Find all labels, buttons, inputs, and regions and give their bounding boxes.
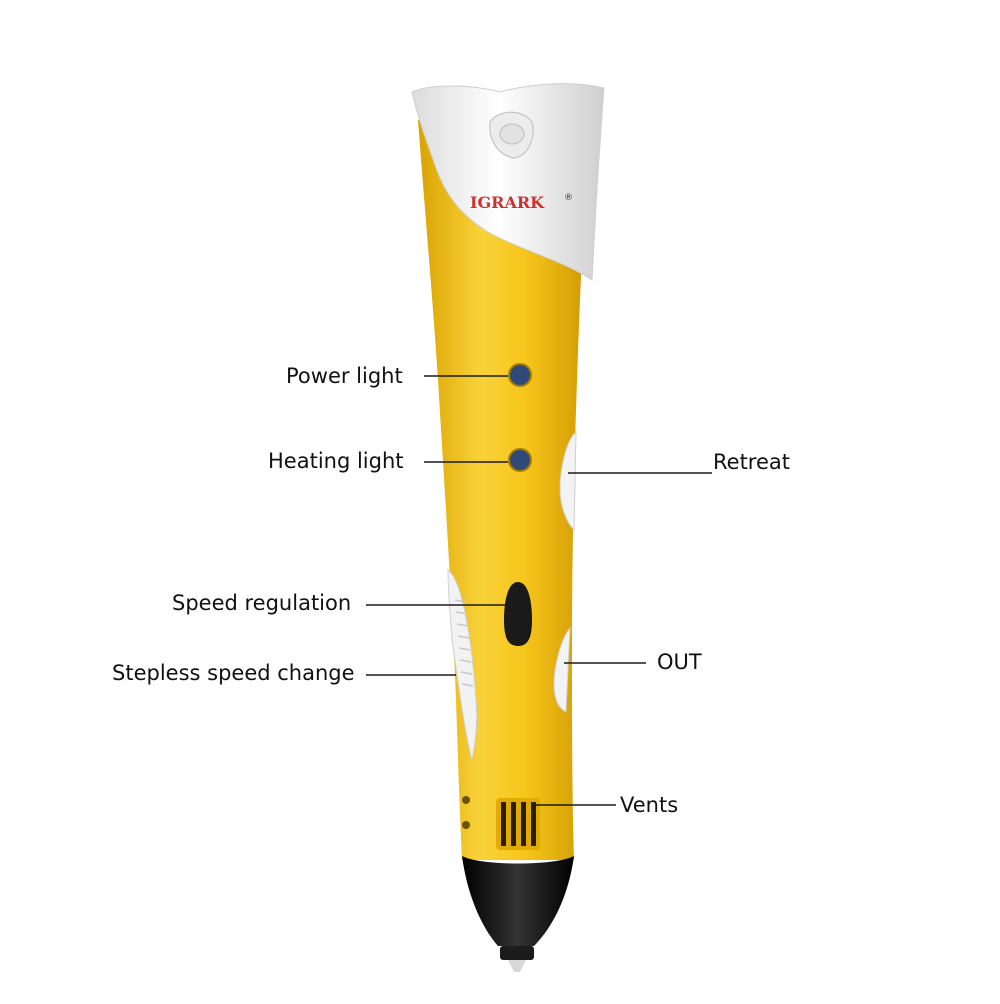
brand-logo: IGRARK: [470, 193, 545, 212]
nozzle-point: [508, 960, 526, 972]
retreat-button[interactable]: [559, 430, 577, 532]
side-hole-upper: [462, 796, 470, 804]
heating-light-indicator: [508, 448, 532, 472]
feed-hole: [499, 123, 525, 145]
pen-tip: [462, 856, 574, 946]
vents-grille: [496, 798, 540, 850]
label-heating-light: Heating light: [268, 449, 404, 473]
label-retreat: Retreat: [713, 450, 790, 474]
pen-cap: [411, 83, 605, 281]
brand-registered-mark: ®: [564, 193, 573, 203]
label-speed-regulation: Speed regulation: [172, 591, 352, 615]
label-power-light: Power light: [286, 364, 403, 388]
slider-grip: [454, 599, 474, 687]
nozzle: [500, 946, 534, 960]
label-stepless-speed-change: Stepless speed change: [112, 661, 355, 685]
label-out: OUT: [657, 650, 702, 674]
stepless-speed-slider[interactable]: [447, 569, 478, 761]
out-button[interactable]: [553, 626, 571, 713]
side-hole-lower: [462, 821, 470, 829]
speed-regulation-button[interactable]: [504, 582, 532, 646]
label-vents: Vents: [620, 793, 679, 817]
power-light-indicator: [508, 363, 532, 387]
